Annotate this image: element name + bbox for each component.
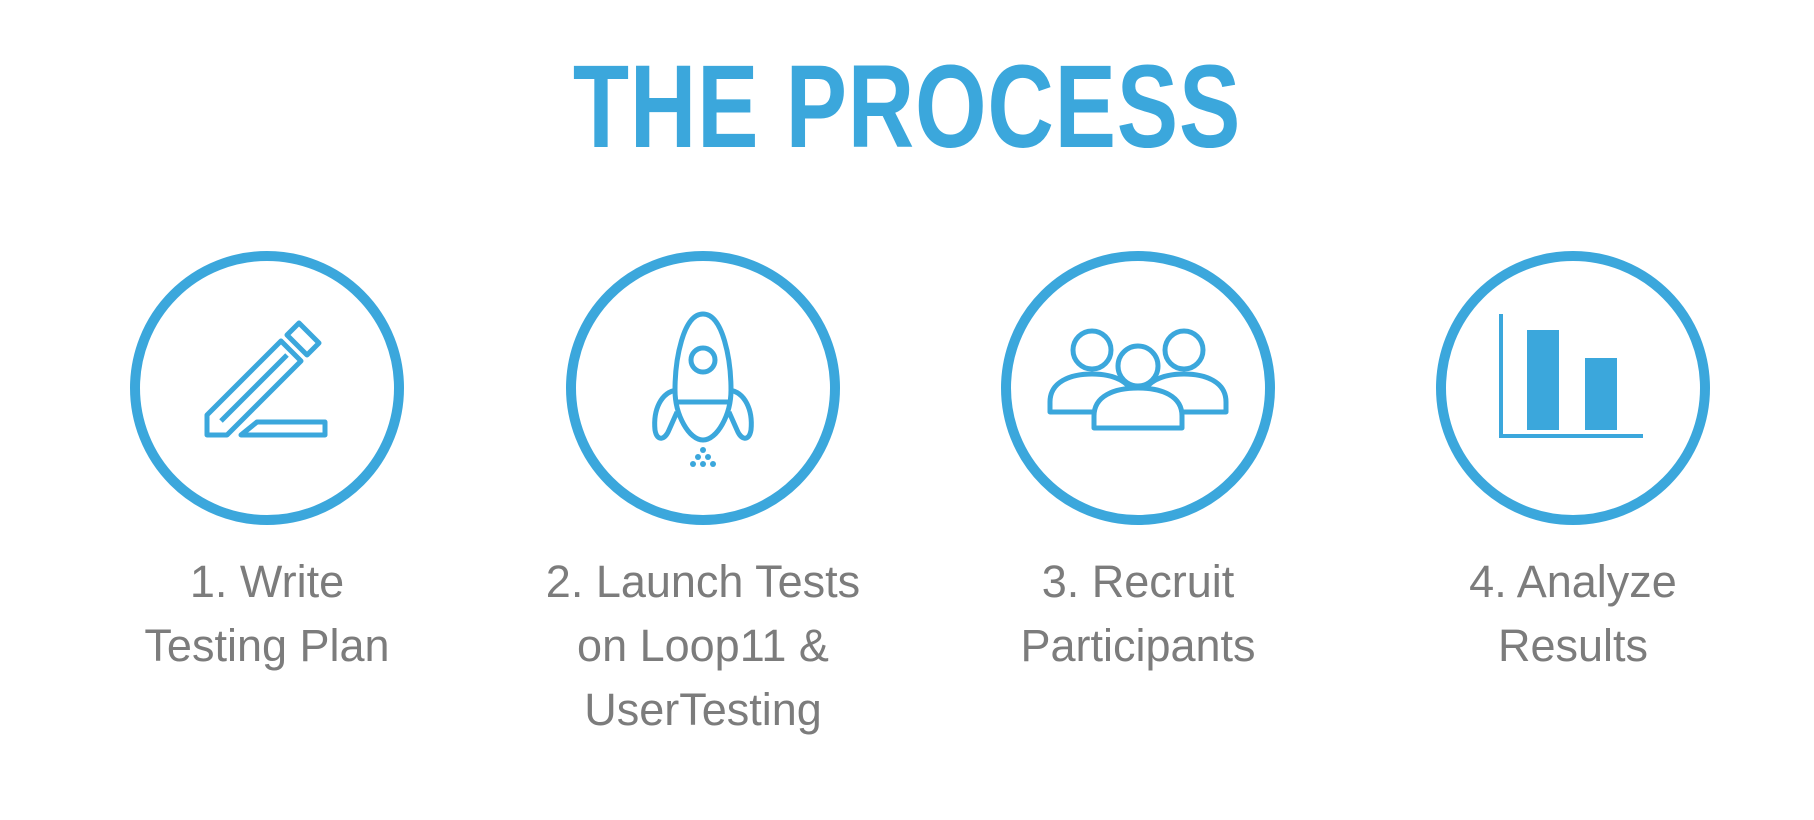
step-recruit: 3. Recruit Participants	[918, 250, 1358, 678]
people-icon	[1001, 251, 1275, 525]
bar-chart-icon	[1436, 251, 1710, 525]
step-label: 1. Write Testing Plan	[144, 556, 390, 671]
step-label: 3. Recruit Participants	[1020, 556, 1256, 671]
step-analyze: 4. Analyze Results	[1353, 250, 1793, 678]
step-launch-tests: 2. Launch Tests on Loop11 & UserTesting	[483, 250, 923, 742]
step-label: 4. Analyze Results	[1469, 556, 1677, 671]
pencil-icon	[130, 251, 404, 525]
rocket-icon	[566, 251, 840, 525]
page-title: THE PROCESS	[572, 41, 1242, 173]
step-label: 2. Launch Tests on Loop11 & UserTesting	[545, 556, 861, 735]
step-write-plan: 1. Write Testing Plan	[47, 250, 487, 678]
